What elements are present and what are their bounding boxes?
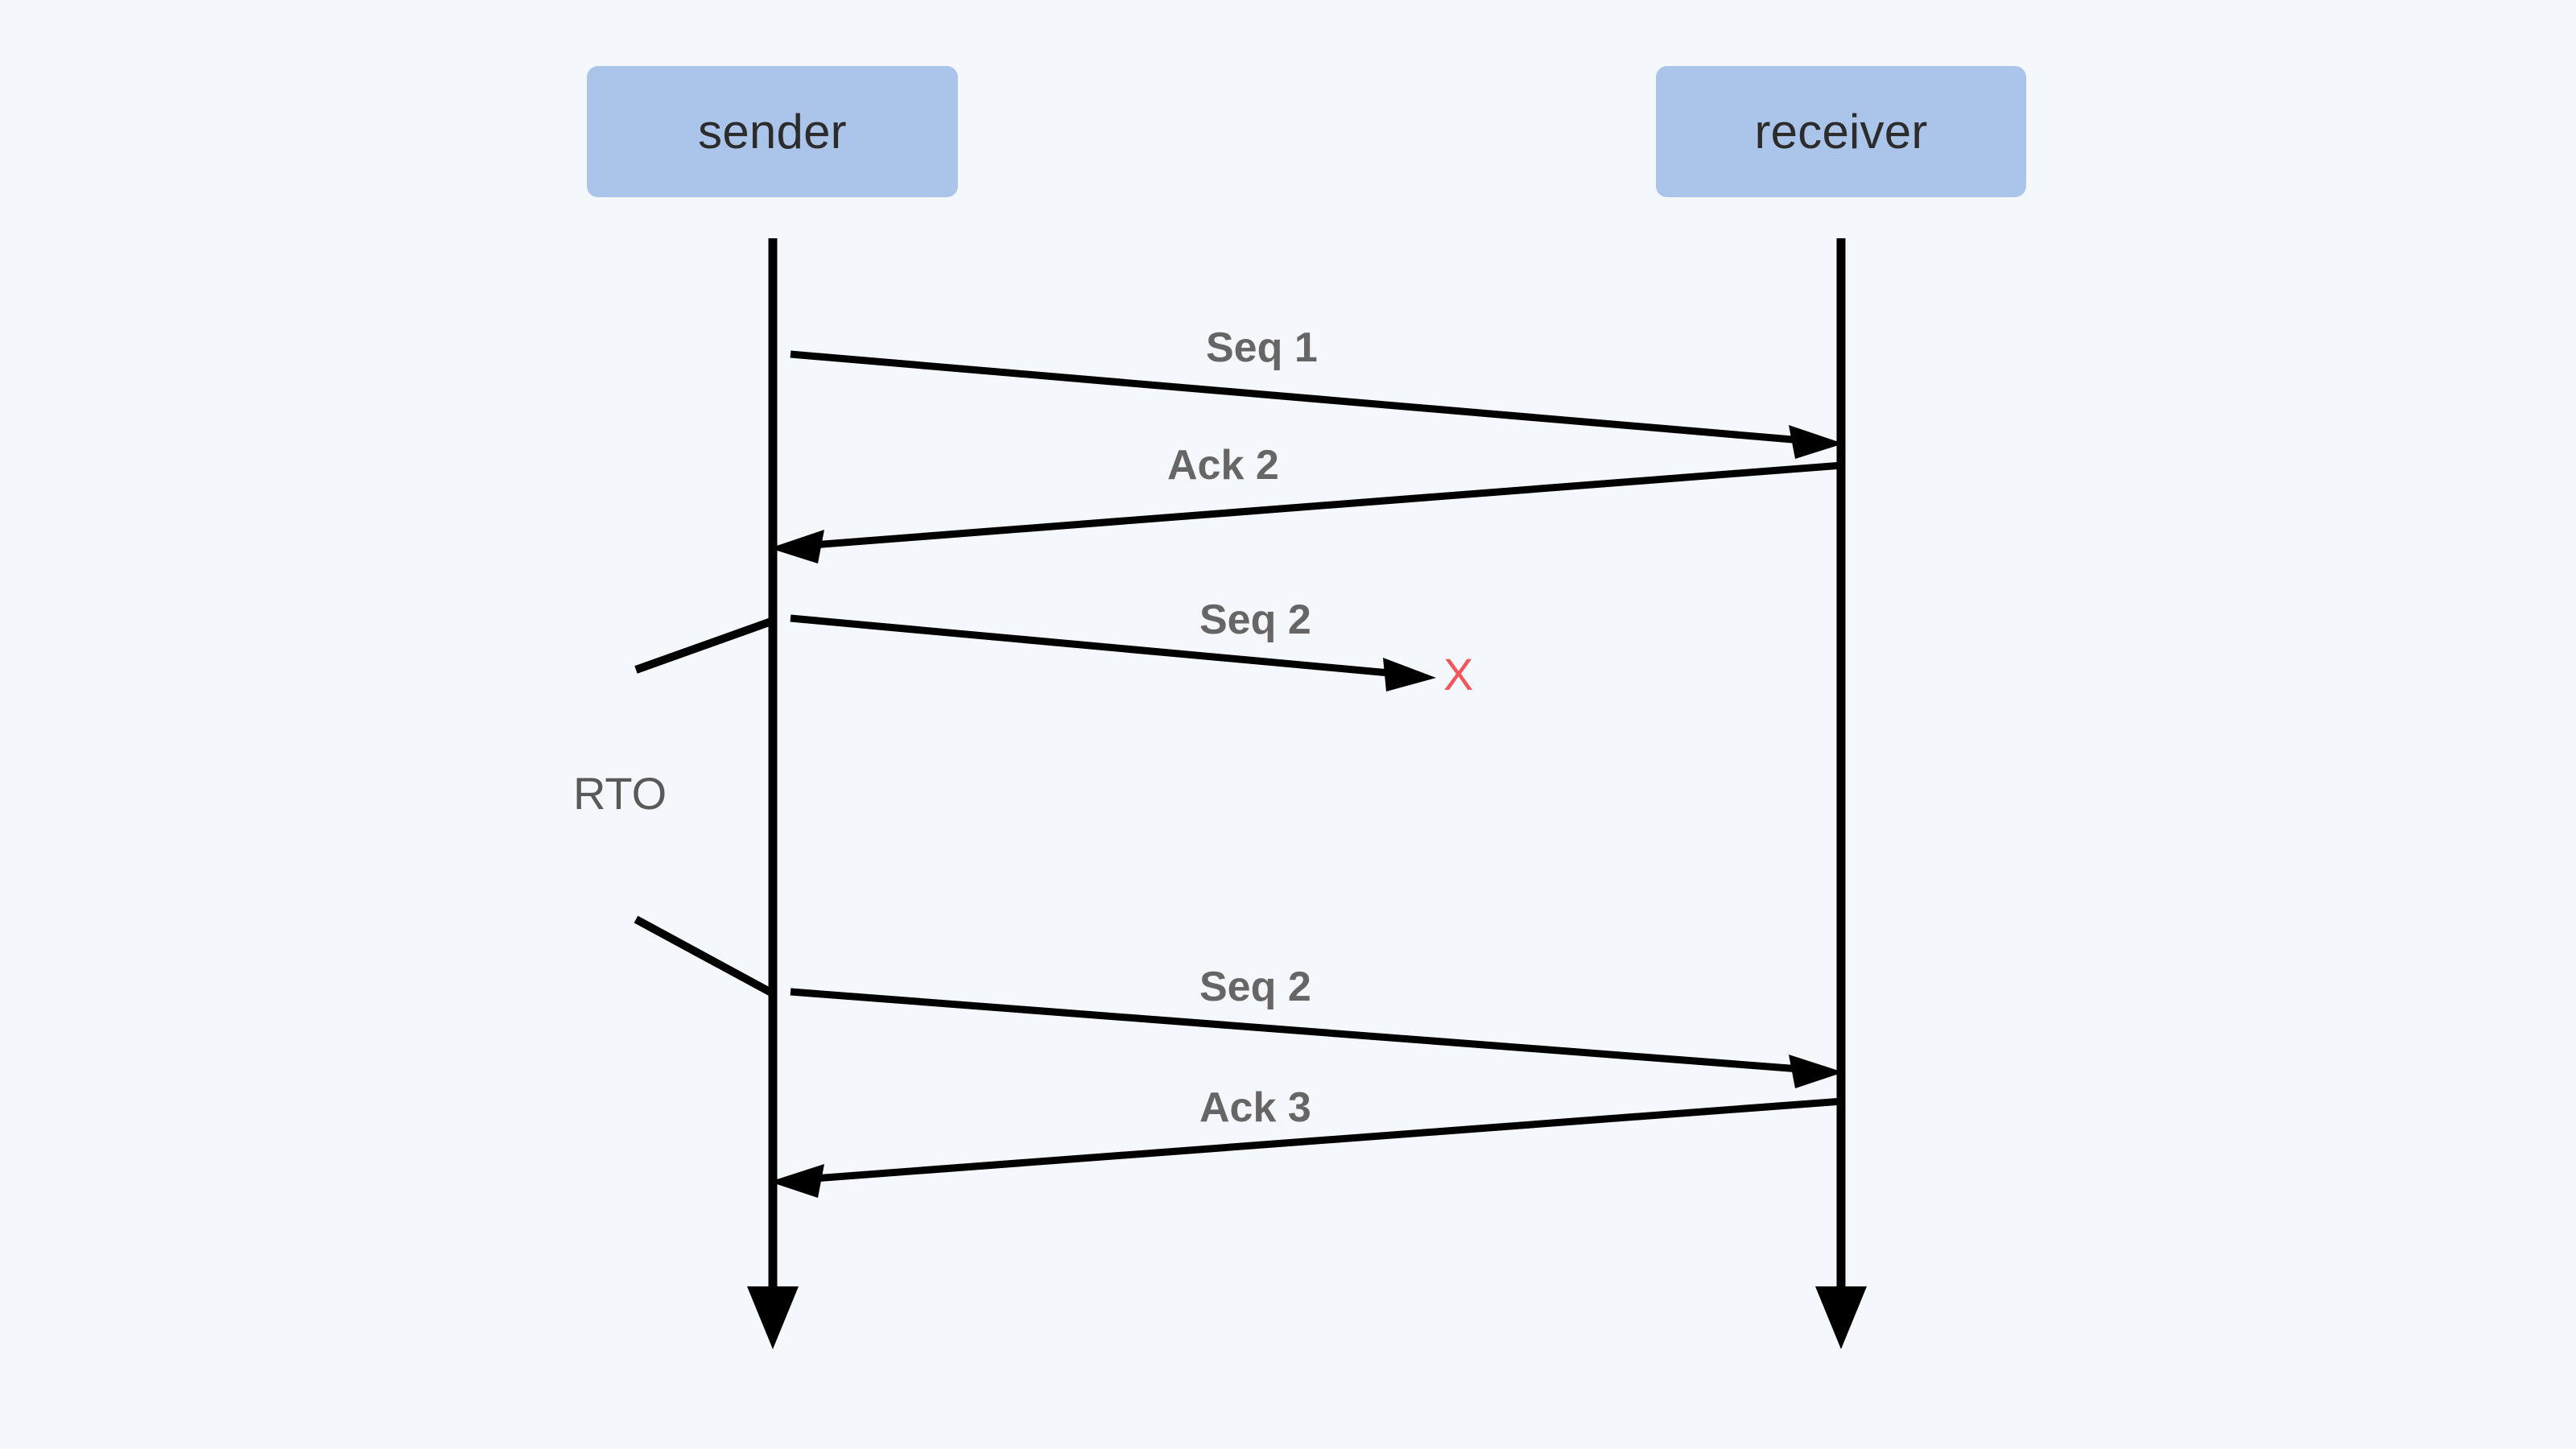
message-arrow-seq-1 [790, 350, 1843, 459]
packet-drop-x-icon: X [1443, 649, 1474, 700]
message-label-ack-3: Ack 3 [1199, 1084, 1311, 1131]
message-label-seq-2-lost: Seq 2 [1199, 597, 1311, 643]
message-arrow-seq-1-line [790, 350, 1822, 446]
participant-label-receiver: receiver [1754, 104, 1928, 159]
rto-start-tick [634, 617, 773, 674]
message-arrow-ack-3 [770, 1097, 1843, 1198]
annotation-label-rto: RTO [573, 768, 667, 819]
lifeline-receiver [1815, 238, 1867, 1349]
lifeline-sender-end-arrowhead [747, 1286, 799, 1349]
message-arrow-seq-2-lost-arrowhead [1383, 658, 1436, 691]
participant-box-sender[interactable]: sender [587, 66, 958, 197]
message-arrow-ack-3-line [791, 1097, 1843, 1184]
message-arrow-ack-3-arrowhead [770, 1164, 824, 1198]
participant-label-sender: sender [698, 104, 847, 159]
message-arrow-ack-2-arrowhead [770, 530, 824, 564]
message-arrow-seq-2-retransmit-arrowhead [1789, 1055, 1843, 1088]
message-arrow-seq-2-retransmit-line [790, 988, 1822, 1075]
rto-end-tick [634, 915, 774, 997]
participant-box-receiver[interactable]: receiver [1656, 66, 2026, 197]
message-arrow-ack-2-line [791, 461, 1843, 551]
message-label-ack-2: Ack 2 [1167, 442, 1279, 489]
lifeline-sender [747, 238, 799, 1349]
message-label-seq-2-retransmit: Seq 2 [1199, 964, 1311, 1010]
message-arrow-seq-2-lost-line [790, 614, 1408, 679]
lifeline-receiver-end-arrowhead [1815, 1286, 1867, 1349]
message-arrow-ack-2 [770, 461, 1843, 564]
rto-timer-ticks [634, 617, 774, 997]
message-label-seq-1: Seq 1 [1206, 324, 1318, 371]
message-arrow-seq-2-retransmit [790, 988, 1843, 1088]
message-arrow-seq-1-arrowhead [1789, 425, 1843, 459]
message-arrow-seq-2-lost [790, 614, 1436, 691]
